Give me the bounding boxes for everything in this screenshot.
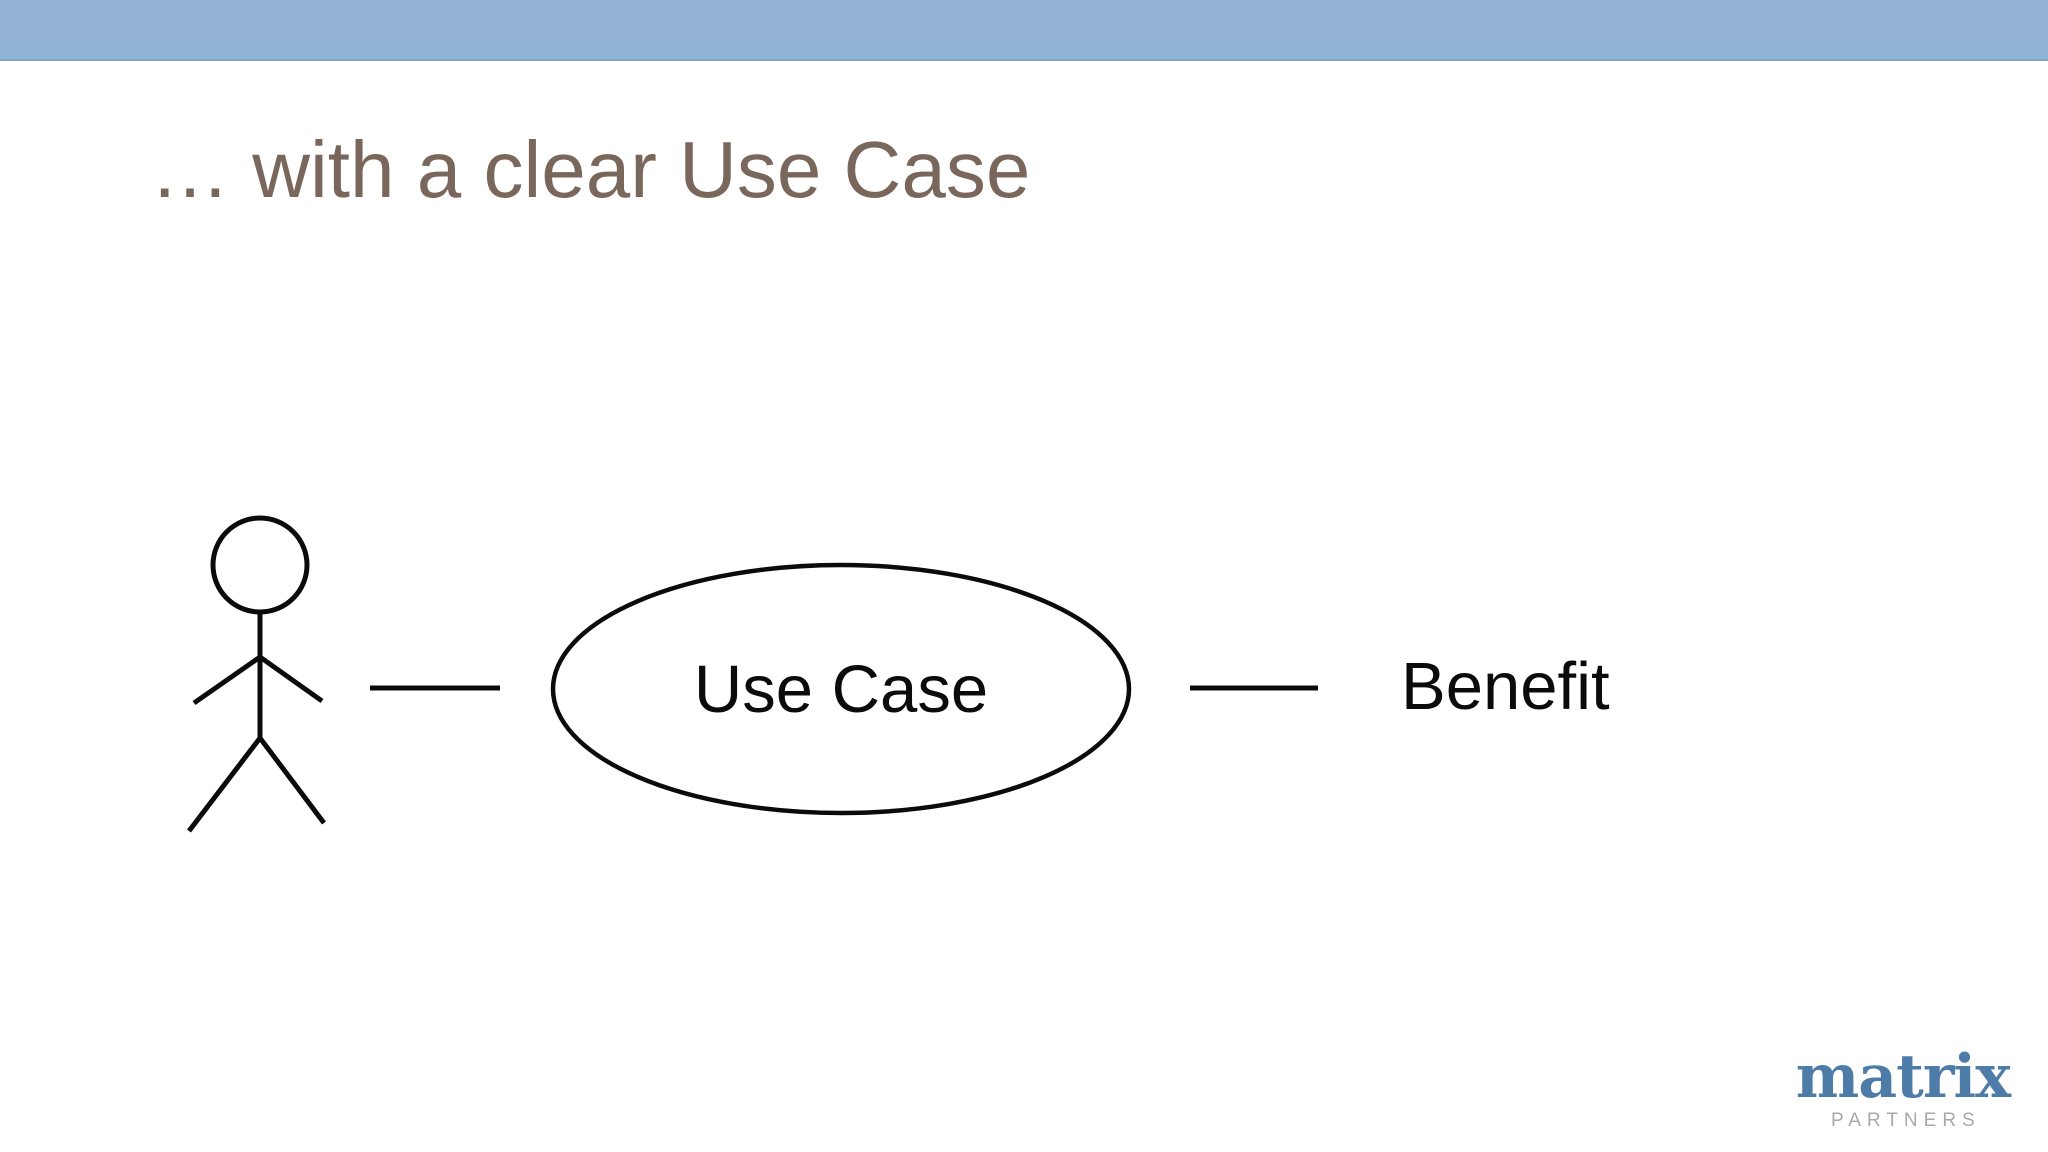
use-case-label: Use Case: [693, 651, 989, 727]
actor-legs: [187, 733, 326, 833]
actor-arms: [192, 653, 324, 706]
use-case-ellipse: [550, 562, 1132, 816]
benefit-label: Benefit: [1401, 649, 1610, 724]
header-bar: [0, 0, 2048, 61]
matrix-partners-logo: matrix PARTNERS: [1795, 1042, 2011, 1131]
logo-subtext: PARTNERS: [1831, 1110, 1981, 1131]
logo-wordmark: matrix: [1795, 1042, 2011, 1112]
use-case-label-box: Use Case: [553, 565, 1129, 813]
page-title: … with a clear Use Case: [150, 125, 1031, 214]
actor-stick-figure-icon: [187, 515, 326, 833]
actor-head: [210, 515, 310, 615]
